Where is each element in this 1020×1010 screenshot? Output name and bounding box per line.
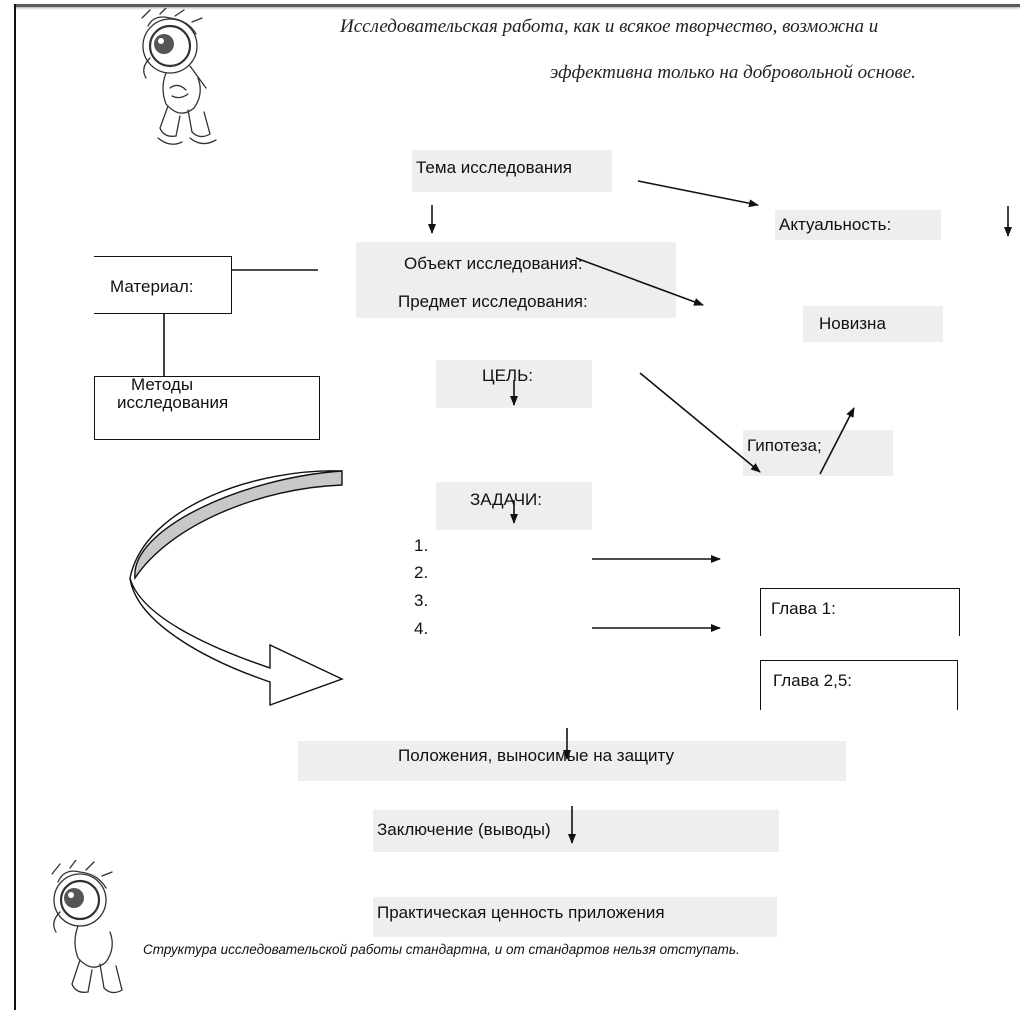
- arrow-hypothesis-to-novelty: [819, 407, 855, 475]
- tasks-label: ЗАДАЧИ:: [470, 490, 542, 509]
- subject-label: Предмет исследования:: [398, 292, 588, 311]
- chapter-1-box: Глава 1:: [760, 588, 960, 636]
- top-quote-line-1: Исследовательская работа, как и всякое т…: [340, 16, 879, 37]
- task-number-1: 1.: [414, 536, 429, 555]
- arrow-goal-to-hypothesis: [639, 372, 761, 473]
- hypothesis-label: Гипотеза;: [747, 436, 822, 455]
- material-box: Материал:: [94, 256, 232, 314]
- methods-label-line-1: Методы: [131, 375, 194, 394]
- mascot-illustration-top: [141, 8, 217, 145]
- arrow-topic-to-relevance: [637, 180, 759, 208]
- hypothesis-box: Гипотеза;: [743, 430, 893, 476]
- curved-return-arrow: [129, 470, 344, 706]
- chapter-2-label: Глава 2,5:: [773, 671, 852, 690]
- arrow-object-to-novelty: [575, 257, 704, 306]
- chapter-2-box: Глава 2,5:: [760, 660, 958, 710]
- relevance-box: Актуальность:: [775, 210, 941, 240]
- material-label: Материал:: [110, 277, 194, 296]
- chapter-1-label: Глава 1:: [771, 599, 836, 618]
- methods-box: Методы исследования: [94, 376, 320, 440]
- left-border: [14, 4, 16, 1010]
- novelty-box: Новизна: [803, 306, 943, 342]
- top-quote-line-2: эффективна только на добровольной основе…: [550, 62, 916, 83]
- practical-box: Практическая ценность приложения: [373, 897, 777, 937]
- topic-box: Тема исследования: [412, 150, 612, 192]
- task-number-2: 2.: [414, 563, 429, 582]
- methods-label-line-2: исследования: [117, 393, 229, 412]
- task-number-4: 4.: [414, 619, 429, 638]
- novelty-label: Новизна: [819, 314, 886, 333]
- conclusion-label: Заключение (выводы): [377, 820, 551, 839]
- defense-label: Положения, выносимые на защиту: [398, 746, 674, 765]
- object-label: Объект исследования:: [404, 254, 583, 273]
- practical-label: Практическая ценность приложения: [377, 903, 665, 922]
- top-border: [14, 4, 1020, 7]
- goal-label: ЦЕЛЬ:: [482, 366, 533, 385]
- relevance-label: Актуальность:: [779, 215, 892, 234]
- bottom-quote: Структура исследовательской работы станд…: [143, 942, 740, 957]
- defense-box: Положения, выносимые на защиту: [298, 741, 846, 781]
- mascot-illustration-bottom: [51, 860, 123, 994]
- topic-label: Тема исследования: [416, 158, 573, 177]
- task-number-3: 3.: [414, 591, 429, 610]
- conclusion-box: Заключение (выводы): [373, 810, 779, 852]
- object-subject-box: Объект исследования: Предмет исследовани…: [356, 242, 676, 318]
